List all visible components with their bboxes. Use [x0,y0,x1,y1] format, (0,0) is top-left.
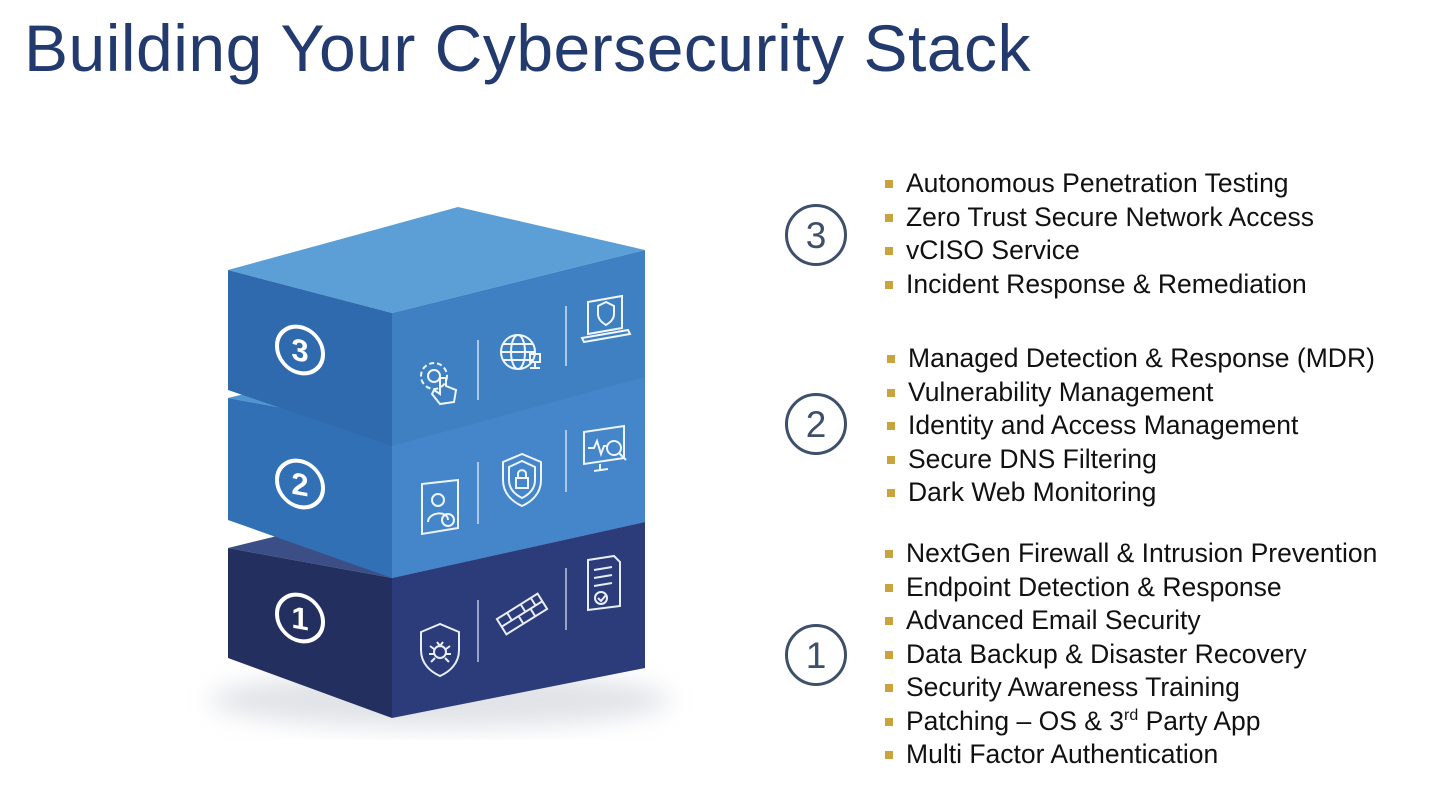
block-1-badge-number: 1 [291,600,308,638]
list-item: Multi Factor Authentication [885,738,1377,772]
tier-1-item-6-suffix: Party App [1138,705,1261,736]
globe-network-icon [500,334,541,370]
search-lens [606,440,622,456]
tier-2-item-3: Identity and Access Management [908,410,1299,440]
tier-2-item-2: Vulnerability Management [908,376,1214,407]
tier-2-list: Managed Detection & Response (MDR) Vulne… [887,342,1375,510]
block-3-badge-ring [275,324,325,376]
block-2-badge-ring [275,458,325,510]
firewall-wall-icon [495,592,549,636]
tier-2-number-badge: 2 [785,393,847,455]
bug-shield-outline [420,622,460,678]
monitor-stand [593,464,609,472]
user-body [427,512,449,523]
document-outline [587,554,621,612]
list-item: Autonomous Penetration Testing [885,167,1314,201]
gear-hand-icon [420,362,458,406]
laptop-base [580,328,632,344]
block-3-front [228,270,392,446]
tier-1-number: 1 [805,634,827,676]
stack-block-3: 3 [228,207,645,446]
list-item: Data Backup & Disaster Recovery [885,638,1377,672]
tier-3-item-2: Zero Trust Secure Network Access [906,201,1314,232]
tier-1-item-6: Patching – OS & 3 [906,705,1125,736]
firewall-wall-body [495,592,549,636]
tier-1-list: NextGen Firewall & Intrusion Prevention … [885,537,1377,772]
tier-1-number-badge: 1 [785,624,847,686]
tier-1-item-4: Data Backup & Disaster Recovery [906,638,1307,669]
lock-shackle [517,469,527,478]
block-2-badge-number: 2 [291,466,308,504]
lock-body [515,477,529,489]
list-item: Endpoint Detection & Response [885,571,1377,605]
tier-1-item-6-superscript: rd [1124,706,1139,724]
list-item: vCISO Service [885,234,1314,268]
user-shield-outline [421,478,459,536]
tier-3-number: 3 [805,214,827,256]
block-3-badge-number: 3 [291,332,308,370]
bug-legs [429,641,451,663]
block-1-side [392,522,645,718]
laptop-shield-icon [580,294,632,344]
tier-1-item-3: Advanced Email Security [906,605,1201,635]
tier-2-number: 2 [805,403,827,445]
block-2-badge: 2 [275,458,325,510]
bug-shield-icon [420,622,460,678]
tier-3-item-1: Autonomous Penetration Testing [906,168,1289,198]
list-item: Identity and Access Management [887,409,1375,443]
network-link [530,362,540,369]
monitor-search-icon [583,424,627,472]
tier-2-item-5: Dark Web Monitoring [908,477,1157,507]
user-check-badge [441,513,455,527]
tier-3-item-4: Incident Response & Remediation [906,268,1307,299]
list-item: Secure DNS Filtering [887,443,1375,477]
search-handle [618,452,627,461]
laptop-screen [587,294,623,336]
block-1-front [228,548,392,718]
lock-shield-inner [508,459,536,500]
tier-3-item-3: vCISO Service [906,235,1080,265]
list-item: NextGen Firewall & Intrusion Prevention [885,537,1377,571]
list-item: Managed Detection & Response (MDR) [887,342,1375,376]
block-1-badge-ring [275,592,325,644]
list-item: Vulnerability Management [887,376,1375,410]
lock-shield-outline [502,452,542,508]
list-item: Dark Web Monitoring [887,476,1375,510]
block-3-badge: 3 [275,324,325,376]
tier-2-item-4: Secure DNS Filtering [908,443,1157,474]
block-2-front [228,398,392,578]
tier-1-item-5: Security Awareness Training [906,672,1240,702]
lock-shield-icon [502,452,542,508]
gear-hub [427,369,441,383]
laptop-shield [597,300,615,327]
firewall-wall-bricks [501,597,543,628]
block-3-top [228,207,645,313]
page-title: Building Your Cybersecurity Stack [24,11,1032,85]
document-check [597,594,607,603]
tier-1-item-2: Endpoint Detection & Response [906,571,1282,602]
monitor-pulse [588,438,608,458]
tier-1-item-1: NextGen Firewall & Intrusion Prevention [906,538,1378,568]
globe-latitudes [501,343,535,361]
list-item: Zero Trust Secure Network Access [885,201,1314,235]
list-item: Incident Response & Remediation [885,268,1314,302]
user-head [431,493,445,507]
list-item: Advanced Email Security [885,604,1377,638]
document-check-icon [587,554,621,612]
tier-1-item-7: Multi Factor Authentication [906,739,1219,769]
list-item: Security Awareness Training [885,671,1377,705]
block-1-badge: 1 [275,592,325,644]
tier-3-list: Autonomous Penetration Testing Zero Trus… [885,167,1314,301]
tier-2-item-1: Managed Detection & Response (MDR) [908,343,1375,373]
document-seal [594,591,608,605]
tier-3-number-badge: 3 [785,204,847,266]
pointing-hand [430,377,458,406]
user-shield-icon [421,478,459,536]
list-item: Patching – OS & 3rd Party App [885,705,1377,739]
document-lines [593,566,613,587]
